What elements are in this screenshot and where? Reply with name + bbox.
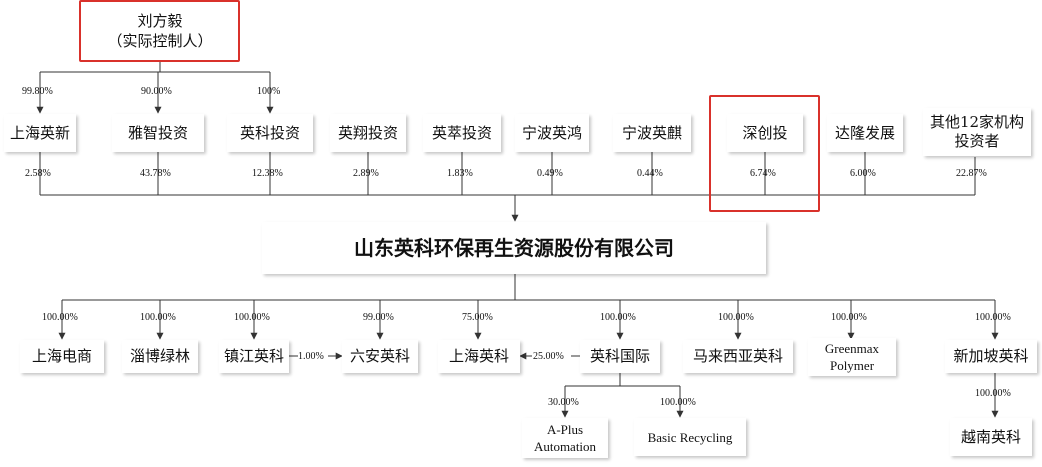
subsidiary-label: 镇江英科: [223, 347, 284, 365]
pct-c3-c4: 1.00%: [298, 351, 324, 362]
shareholder-node: 宁波英鸿: [515, 114, 589, 152]
shareholder-label: 上海英新: [9, 123, 70, 142]
subsidiary-label: 淄博绿林: [129, 347, 190, 365]
pct-c6-g2: 100.00%: [660, 397, 696, 408]
subsidiary-label: 新加坡英科: [953, 347, 1029, 365]
shareholder-node: 上海英新: [4, 114, 76, 152]
grandchild-node: A-Plus Automation: [522, 418, 608, 458]
shareholder-label: 雅智投资: [127, 123, 188, 142]
pct-root-s1: 99.80%: [22, 86, 53, 97]
pct-root-s2: 90.00%: [141, 86, 172, 97]
pct-s3-main: 12.38%: [252, 168, 283, 179]
pct-main-c9: 100.00%: [975, 312, 1011, 323]
shareholder-node: 其他12家机构 投资者: [923, 108, 1031, 156]
shareholder-node: 英萃投资: [423, 114, 501, 152]
subsidiary-node: Greenmax Polymer: [808, 338, 896, 376]
pct-main-c5: 75.00%: [462, 312, 493, 323]
pct-s8-main: 6.74%: [750, 168, 776, 179]
shareholder-label: 英萃投资: [431, 123, 492, 142]
shareholder-label: 其他12家机构: [929, 113, 1025, 131]
pct-s2-main: 43.78%: [140, 168, 171, 179]
subsidiary-node: 上海英科: [438, 340, 520, 373]
pct-main-c1: 100.00%: [42, 312, 78, 323]
grandchild-label: A-Plus: [546, 422, 584, 437]
pct-s6-main: 0.49%: [537, 168, 563, 179]
subsidiary-node: 六安英科: [342, 340, 418, 373]
pct-main-c4: 99.00%: [363, 312, 394, 323]
shareholder-node: 英翔投资: [330, 114, 406, 152]
subsidiary-label: 英科国际: [589, 347, 650, 365]
controller-node: 刘方毅 （实际控制人）: [86, 4, 234, 58]
subsidiary-label: 六安英科: [349, 347, 410, 365]
subsidiary-node: 镇江英科: [219, 340, 289, 373]
pct-s10-main: 22.87%: [956, 168, 987, 179]
pct-main-c7: 100.00%: [718, 312, 754, 323]
pct-s5-main: 1.83%: [447, 168, 473, 179]
subsidiary-node: 上海电商: [20, 340, 104, 373]
shareholder-label: 英科投资: [239, 123, 300, 142]
pct-main-c8: 100.00%: [831, 312, 867, 323]
shareholder-node: 宁波英麒: [613, 114, 691, 152]
pct-s1-main: 2.58%: [25, 168, 51, 179]
shareholder-label: 宁波英麒: [621, 123, 682, 142]
shareholder-label: 深创投: [742, 123, 788, 142]
subsidiary-node: 马来西亚英科: [683, 340, 793, 373]
grandchild-label: Automation: [533, 439, 597, 454]
shareholder-label: 宁波英鸿: [521, 123, 582, 142]
grandchild-node: 越南英科: [950, 418, 1032, 456]
pct-c6-g1: 30.00%: [548, 397, 579, 408]
main-company-name: 山东英科环保再生资源股份有限公司: [354, 235, 674, 260]
subsidiary-node: 淄博绿林: [122, 340, 198, 373]
grandchild-label: Basic Recycling: [647, 429, 733, 445]
pct-c6-c5: 25.00%: [533, 351, 564, 362]
grandchild-node: Basic Recycling: [634, 418, 746, 456]
shareholder-label: 投资者: [954, 132, 1000, 150]
grandchild-label: 越南英科: [960, 427, 1021, 446]
pct-s7-main: 0.44%: [637, 168, 663, 179]
main-company-node: 山东英科环保再生资源股份有限公司: [262, 222, 766, 274]
pct-main-c3: 100.00%: [234, 312, 270, 323]
shareholder-label: 达隆发展: [834, 123, 895, 142]
pct-main-c6: 100.00%: [600, 312, 636, 323]
controller-name: 刘方毅: [137, 12, 183, 30]
subsidiary-label: 上海英科: [448, 347, 509, 365]
pct-root-s3: 100%: [257, 86, 281, 97]
shareholder-node: 达隆发展: [827, 114, 903, 152]
subsidiary-node: 新加坡英科: [945, 340, 1037, 373]
subsidiary-label: Greenmax: [824, 341, 880, 356]
pct-s9-main: 6.00%: [850, 168, 876, 179]
pct-s4-main: 2.89%: [353, 168, 379, 179]
subsidiary-label: 马来西亚英科: [692, 347, 783, 365]
shareholder-label: 英翔投资: [337, 123, 398, 142]
subsidiary-node: 英科国际: [580, 340, 660, 373]
pct-main-c2: 100.00%: [140, 312, 176, 323]
subsidiary-label: Polymer: [829, 358, 875, 373]
controller-role: （实际控制人）: [107, 32, 213, 50]
shareholder-node: 深创投: [727, 114, 803, 152]
subsidiary-label: 上海电商: [31, 347, 92, 365]
shareholder-node: 英科投资: [227, 114, 313, 152]
pct-c9-g3: 100.00%: [975, 388, 1011, 399]
shareholder-node: 雅智投资: [112, 114, 204, 152]
